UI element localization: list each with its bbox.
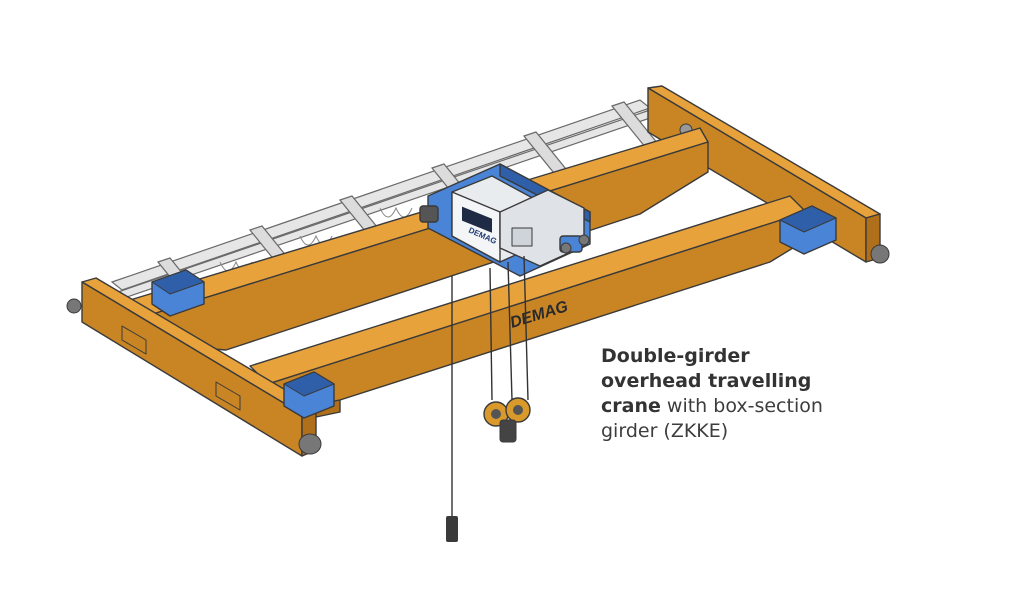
motor-icon bbox=[779, 205, 837, 255]
wheel-icon bbox=[298, 433, 322, 455]
caption-line-1: Double-girder bbox=[601, 345, 750, 367]
wheel-icon bbox=[870, 244, 890, 264]
caption-line-3: crane with box-section bbox=[601, 394, 861, 419]
motor-icon bbox=[283, 371, 335, 419]
hoist-trolley: DEMAG bbox=[419, 163, 591, 277]
caption-line-2: overhead travelling bbox=[601, 370, 812, 392]
figure-caption: Double-girder overhead travelling crane … bbox=[601, 344, 861, 444]
pendant-control-icon bbox=[446, 516, 458, 542]
wheel-icon bbox=[66, 298, 82, 314]
end-carriage-left bbox=[66, 277, 322, 457]
hook-block-icon bbox=[483, 397, 531, 443]
caption-line-3-rest: with box-section bbox=[660, 395, 823, 417]
travel-drive-motors bbox=[151, 205, 837, 419]
caption-line-4: girder (ZKKE) bbox=[601, 420, 729, 442]
motor-icon bbox=[151, 269, 205, 317]
caption-line-3-bold: crane bbox=[601, 395, 661, 417]
hook-assembly bbox=[446, 255, 531, 542]
